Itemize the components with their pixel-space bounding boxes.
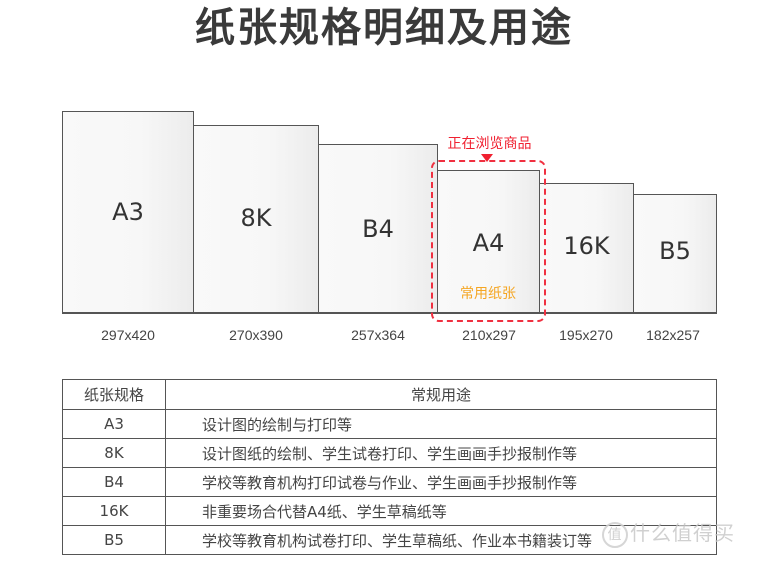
sheet-16k: 16K (539, 183, 634, 314)
sheet-8k: 8K (193, 125, 319, 314)
watermark-text: 什么值得买 (630, 521, 735, 545)
watermark-logo-icon: 值 (602, 521, 628, 548)
cell-size: 8K (62, 438, 166, 468)
sheet-label: A3 (112, 198, 144, 226)
table-row: 16K 非重要场合代替A4纸、学生草稿纸等 (62, 496, 717, 526)
header-usage: 常规用途 (165, 379, 717, 410)
cell-usage: 学校等教育机构打印试卷与作业、学生画画手抄报制作等 (165, 467, 717, 497)
sheet-label: B4 (362, 215, 394, 243)
sheet-label: 16K (563, 232, 610, 260)
page-title: 纸张规格明细及用途 (195, 5, 573, 51)
cell-size: B4 (62, 467, 166, 497)
sheet-label: B5 (659, 237, 691, 265)
sheet-a4: A4 (437, 170, 540, 314)
cell-usage: 设计图的绘制与打印等 (165, 409, 717, 439)
baseline-divider (62, 312, 717, 314)
watermark: 值什么值得买 (602, 517, 735, 548)
cell-usage: 设计图纸的绘制、学生试卷打印、学生画画手抄报制作等 (165, 438, 717, 468)
browsing-label: 正在浏览商品 (447, 136, 532, 152)
sheet-label: 8K (240, 204, 272, 232)
table-row: B4 学校等教育机构打印试卷与作业、学生画画手抄报制作等 (62, 467, 717, 497)
dimension-b5: 182x257 (646, 327, 700, 343)
sheet-b4: B4 (318, 144, 438, 314)
dimension-16k: 195x270 (559, 327, 613, 343)
common-paper-note: 常用纸张 (460, 286, 516, 302)
dimension-8k: 270x390 (229, 327, 283, 343)
down-arrow-icon (481, 154, 493, 162)
dimension-b4: 257x364 (351, 327, 405, 343)
table-row: 8K 设计图纸的绘制、学生试卷打印、学生画画手抄报制作等 (62, 438, 717, 468)
header-paper-size: 纸张规格 (62, 379, 166, 410)
sheet-b5: B5 (633, 194, 717, 314)
sheet-a3: A3 (62, 111, 194, 314)
table-row: A3 设计图的绘制与打印等 (62, 409, 717, 439)
sheet-label: A4 (472, 229, 505, 257)
dimension-a3: 297x420 (101, 327, 155, 343)
cell-size: B5 (62, 525, 166, 555)
cell-size: 16K (62, 496, 166, 526)
cell-size: A3 (62, 409, 166, 439)
cell-usage: 非重要场合代替A4纸、学生草稿纸等 (165, 496, 717, 526)
dimension-a4: 210x297 (462, 327, 516, 343)
table-header-row: 纸张规格 常规用途 (62, 379, 717, 410)
